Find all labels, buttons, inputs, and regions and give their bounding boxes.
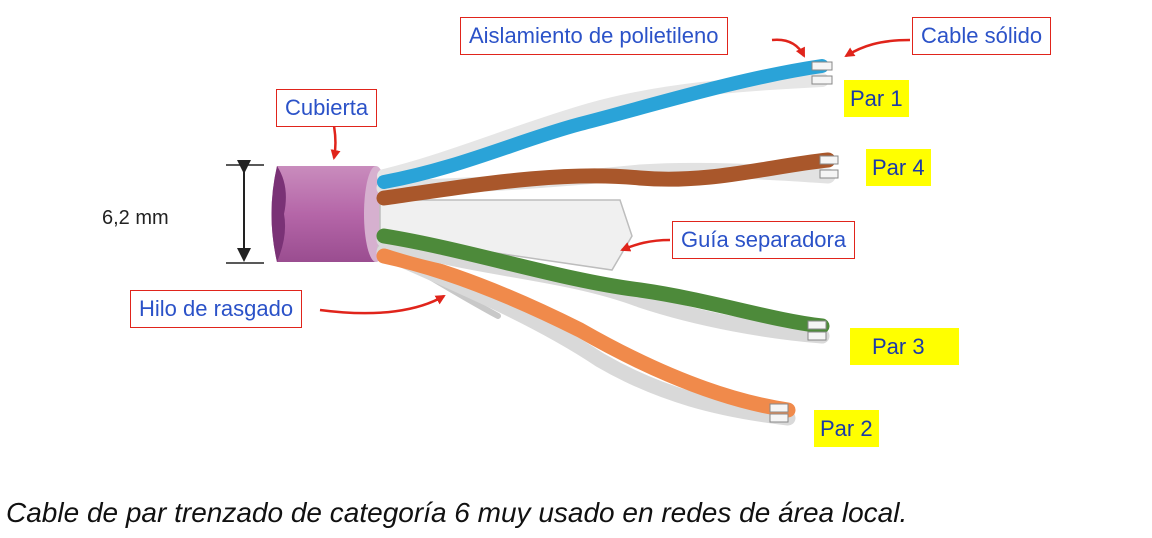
- pair-4-wires: [376, 152, 839, 206]
- cable-jacket: [271, 166, 388, 262]
- dimension-label: 6,2 mm: [102, 207, 169, 229]
- label-aislamiento-polietileno: Aislamiento de polietileno: [460, 17, 728, 55]
- pair-4-label: Par 4: [866, 149, 931, 186]
- pair-2-label: Par 2: [814, 410, 879, 447]
- pair-2-wires: [376, 244, 796, 426]
- label-hilo-de-rasgado: Hilo de rasgado: [130, 290, 303, 328]
- pair-3-label: Par 3: [850, 328, 959, 365]
- label-cubierta: Cubierta: [276, 89, 378, 127]
- figure-caption: Cable de par trenzado de categoría 6 muy…: [6, 497, 908, 528]
- label-guia-separadora: Guía separadora: [672, 221, 856, 259]
- pair-1-wires: [377, 59, 833, 189]
- dimension-arrow: [226, 160, 264, 264]
- callout-arrows: [319, 38, 911, 315]
- pair-3-wires: [376, 228, 830, 344]
- label-cable-solido: Cable sólido: [912, 17, 1052, 55]
- pair-1-label: Par 1: [844, 80, 909, 117]
